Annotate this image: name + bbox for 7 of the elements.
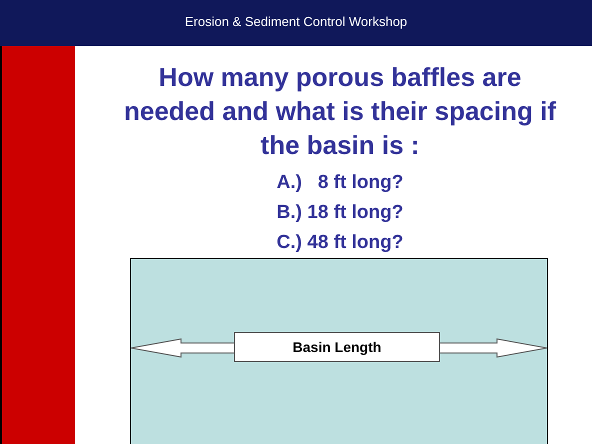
dimension-label: Basin Length <box>234 332 440 362</box>
basin-rectangle <box>130 258 548 444</box>
question-item: A.) 8 ft long? <box>276 171 404 195</box>
question-item: B.) 18 ft long? <box>276 201 404 225</box>
question-item: C.) 48 ft long? <box>276 231 404 255</box>
header-text: Erosion & Sediment Control Workshop <box>184 14 408 29</box>
slide-title: How many porous baffles are needed and what is their spacing if the basin is : <box>123 61 558 162</box>
